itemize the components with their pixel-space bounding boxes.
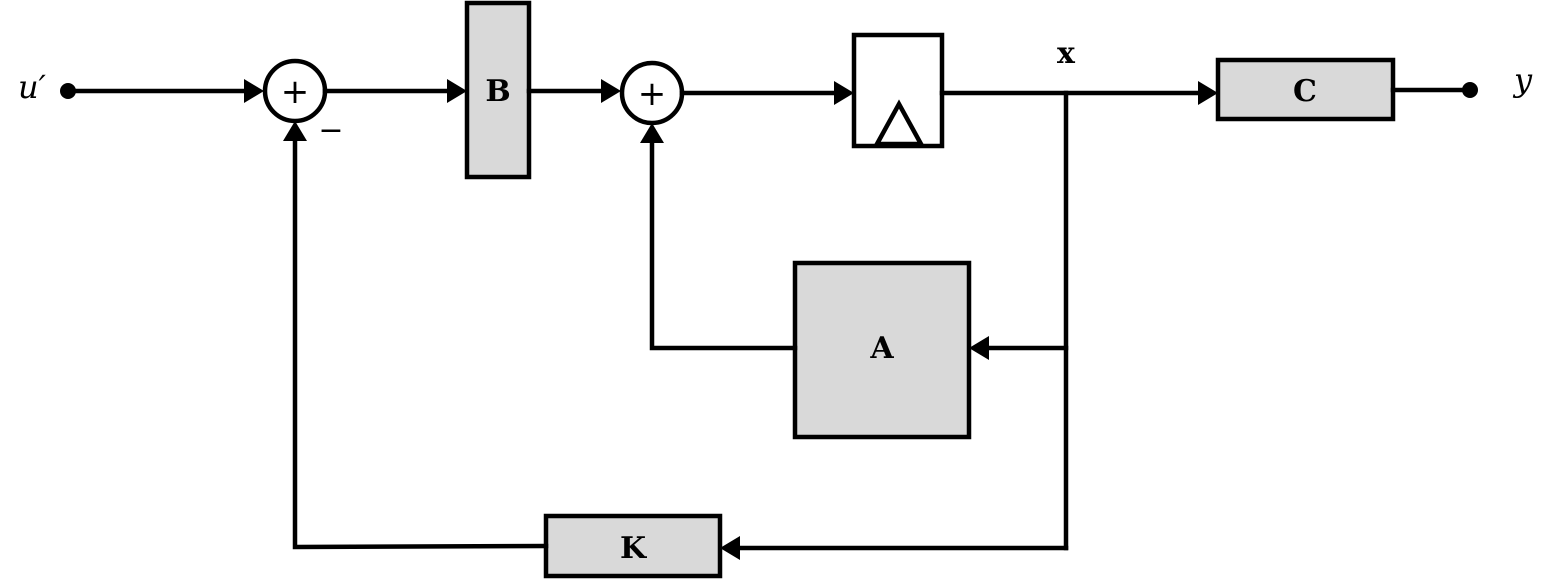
arrow-into-sum1 bbox=[244, 79, 264, 103]
input-label: u′ bbox=[18, 68, 47, 106]
integrator-block bbox=[851, 32, 945, 149]
arrow-into-sum2 bbox=[601, 79, 621, 103]
wire-k-to-sum1 bbox=[292, 139, 549, 550]
arrow-into-a bbox=[969, 336, 989, 360]
arrow-into-sum1-bottom bbox=[283, 121, 307, 141]
block-b-label: B bbox=[485, 74, 510, 109]
arrow-into-c bbox=[1198, 81, 1218, 105]
delay-triangle-icon bbox=[873, 99, 925, 147]
block-k-label: K bbox=[620, 531, 647, 566]
block-k bbox=[543, 513, 723, 579]
arrow-into-b bbox=[447, 79, 467, 103]
block-c-label: C bbox=[1293, 74, 1317, 109]
arrow-into-k bbox=[720, 536, 740, 560]
state-label: x bbox=[1057, 36, 1076, 71]
arrow-into-integrator bbox=[834, 81, 854, 105]
block-a bbox=[792, 260, 972, 440]
output-terminal bbox=[1462, 82, 1478, 98]
arrow-into-sum2-bottom bbox=[640, 123, 664, 143]
block-a-label: A bbox=[869, 331, 894, 366]
sum2-plus-sign: + bbox=[638, 74, 667, 114]
sum1-minus-sign: − bbox=[318, 113, 343, 148]
wire-a-to-sum2 bbox=[649, 140, 798, 351]
output-label: y bbox=[1512, 61, 1533, 99]
sum1-plus-sign: + bbox=[281, 72, 310, 112]
